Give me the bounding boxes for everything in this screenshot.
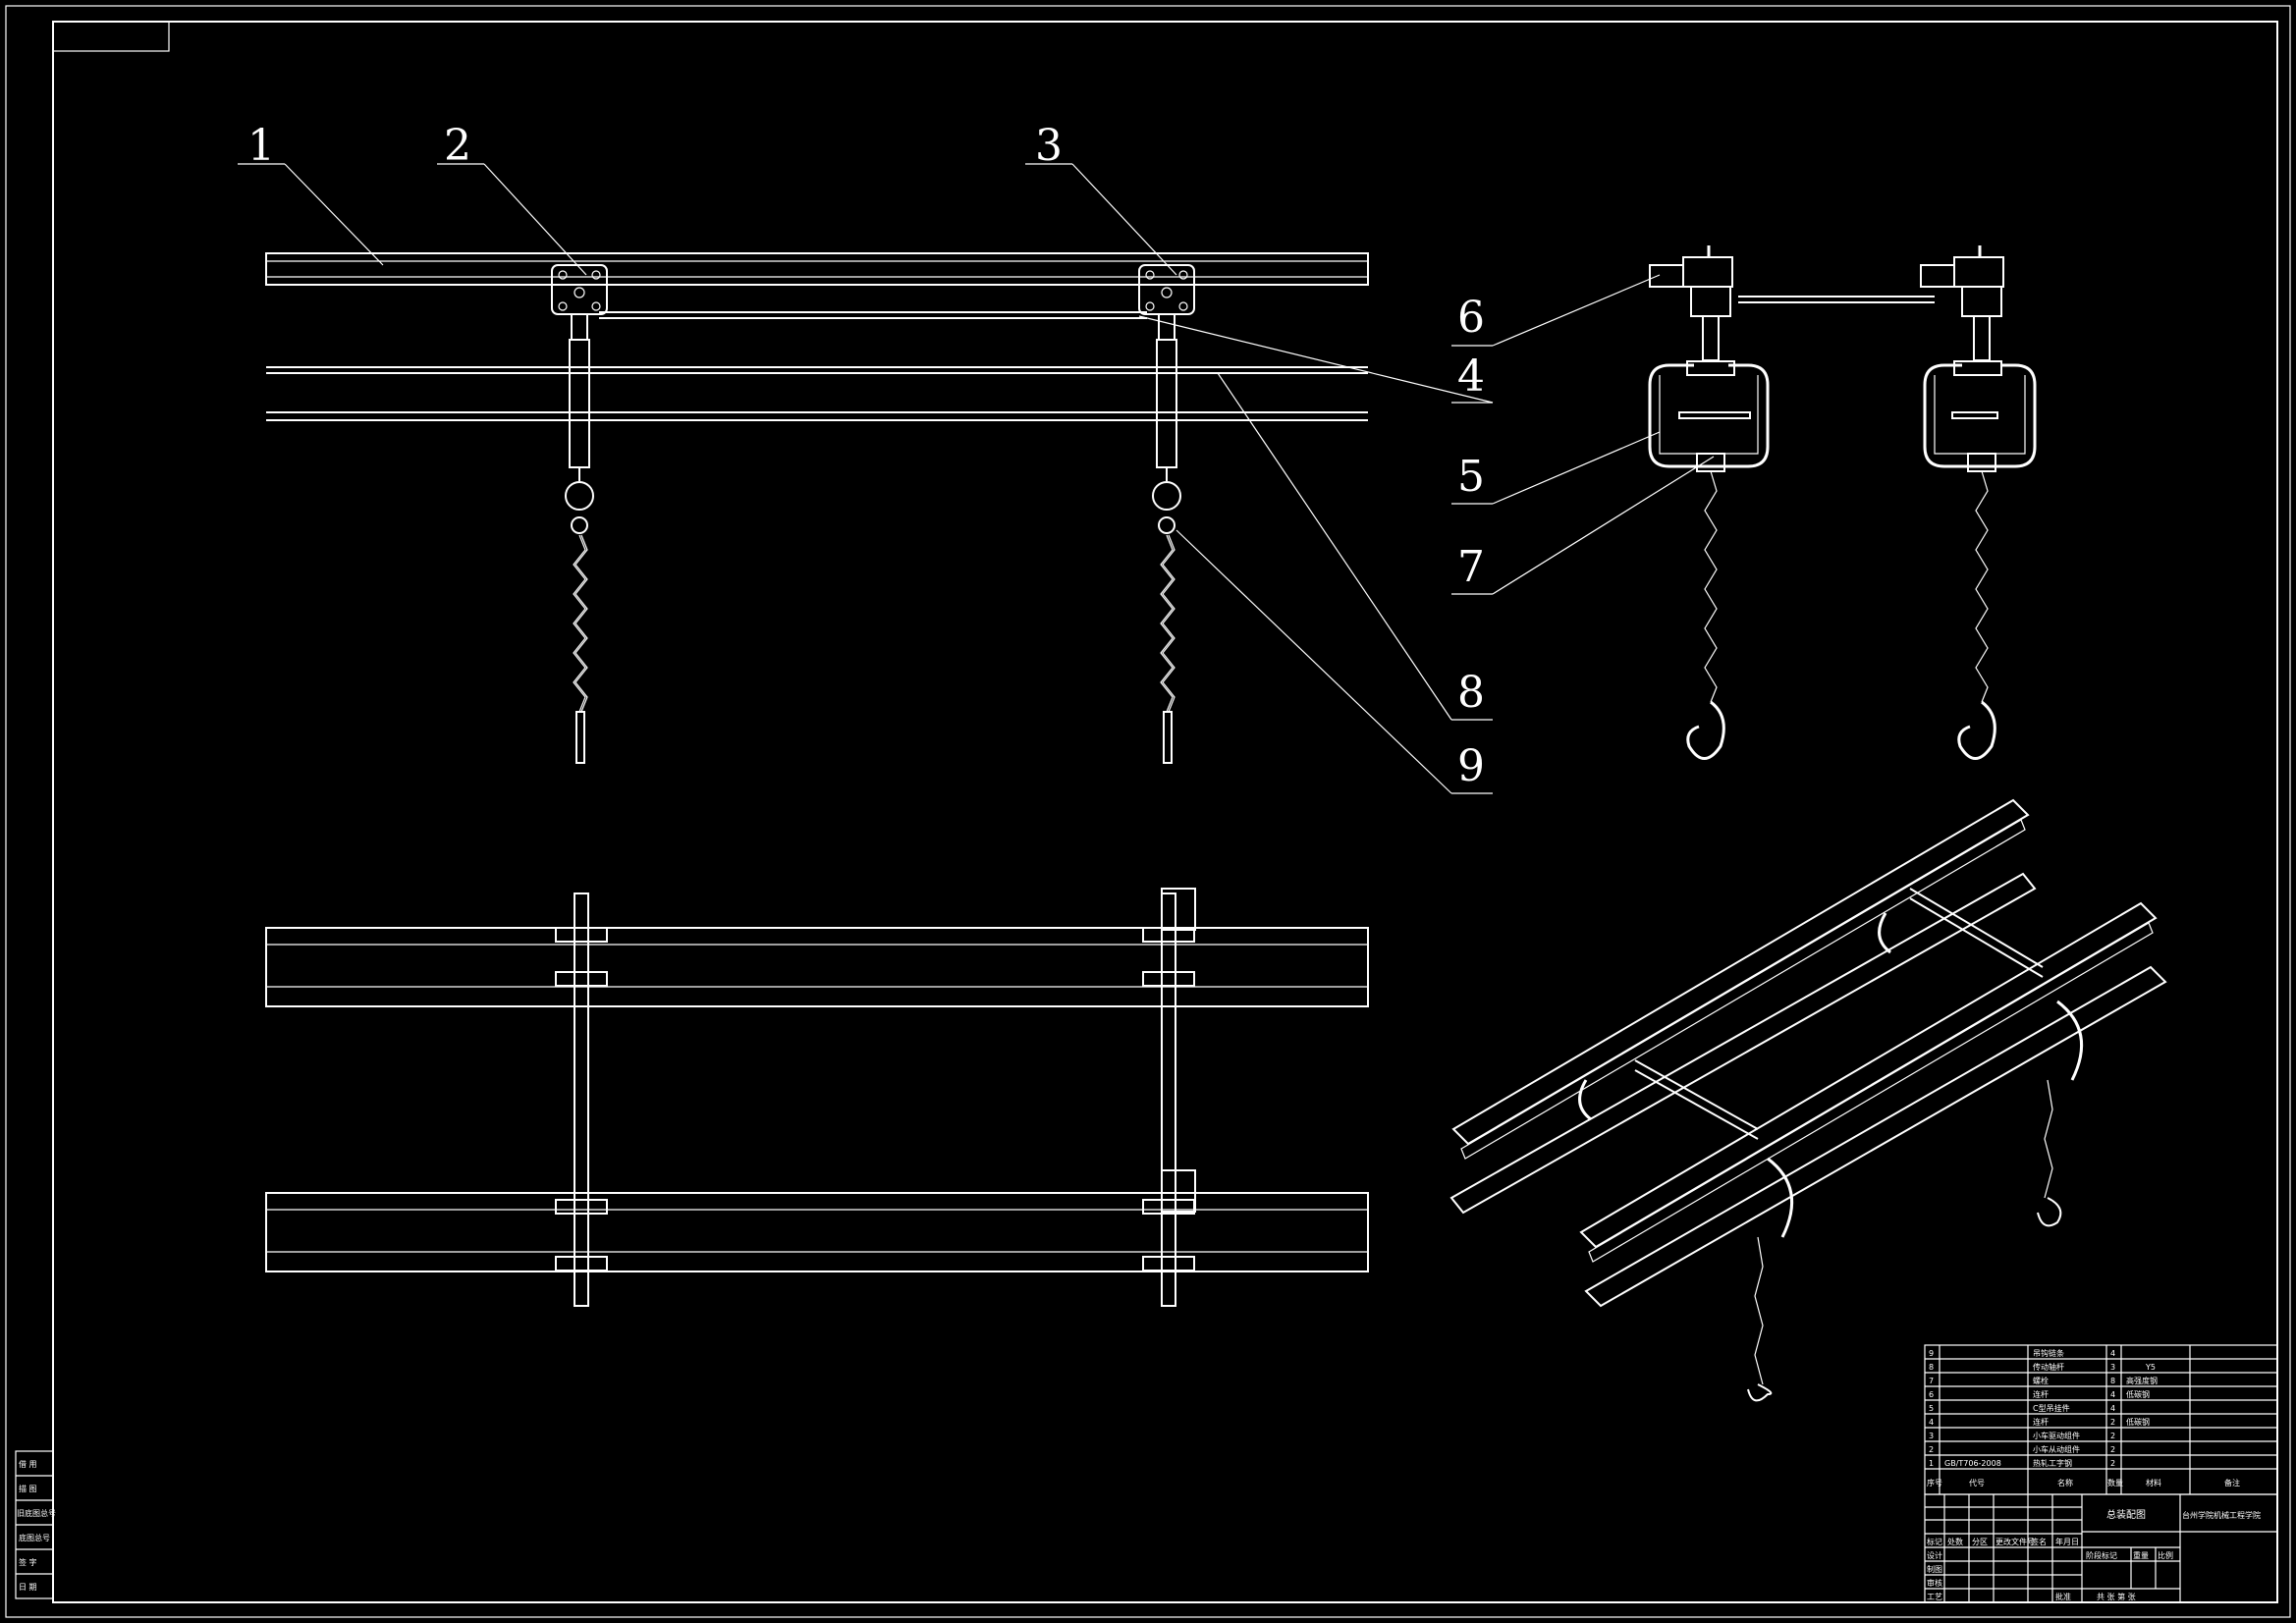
part-5-no: 5 <box>1929 1404 1934 1413</box>
part-7-qty: 8 <box>2110 1377 2115 1385</box>
approve-label: 批准 <box>2055 1592 2071 1601</box>
part-6-qty: 4 <box>2110 1390 2115 1399</box>
hdr-no: 序号 <box>1927 1478 1942 1488</box>
callout-8: 8 <box>1457 668 1485 718</box>
sheet-count-label: 共 张 第 张 <box>2097 1592 2136 1601</box>
side-hanger-left <box>1648 245 1770 760</box>
sign-label-6: 年月日 <box>2055 1537 2079 1546</box>
scale-label: 比例 <box>2158 1550 2173 1560</box>
hdr-qty: 数量 <box>2107 1478 2123 1488</box>
part-2-qty: 2 <box>2110 1445 2115 1454</box>
sheet-outer-border <box>5 5 2291 1618</box>
hdr-name: 名称 <box>2057 1478 2073 1488</box>
side-hanger-right <box>1920 245 2037 760</box>
callout-4: 4 <box>1457 352 1485 402</box>
side-label-6: 日 期 <box>19 1583 37 1592</box>
callout-1: 1 <box>247 121 275 171</box>
callout-2: 2 <box>444 121 471 171</box>
part-9-no: 9 <box>1929 1349 1934 1358</box>
part-5-qty: 4 <box>2110 1404 2115 1413</box>
side-label-1: 借 用 <box>19 1459 37 1469</box>
part-3-no: 3 <box>1929 1432 1934 1440</box>
top-beam-upper <box>265 927 1369 1007</box>
part-9-name: 吊钩链条 <box>2033 1348 2064 1358</box>
sign-label-5: 签名 <box>2031 1537 2047 1546</box>
part-7-material: 高强度钢 <box>2126 1376 2158 1385</box>
trolley-right <box>1138 264 1195 764</box>
sign-label-3: 分区 <box>1972 1538 1988 1546</box>
part-3-qty: 2 <box>2110 1432 2115 1440</box>
side-label-5: 签 字 <box>19 1557 37 1567</box>
trolley-left <box>551 264 608 764</box>
part-4-qty: 2 <box>2110 1418 2115 1427</box>
title-block: 9 吊钩链条 4 8 传动轴杆 3 Y5 7 螺栓 8 高强度钢 6 连杆 4 … <box>1924 1344 2278 1603</box>
school-name: 台州学院机械工程学院 <box>2182 1510 2261 1520</box>
part-3-name: 小车驱动组件 <box>2033 1431 2080 1440</box>
part-6-name: 连杆 <box>2033 1389 2049 1399</box>
leader-lines <box>238 163 1715 794</box>
side-label-2: 描 图 <box>19 1484 37 1493</box>
hdr-material: 材料 <box>2146 1478 2161 1488</box>
callout-9: 9 <box>1457 741 1485 791</box>
callout-5: 5 <box>1457 452 1485 502</box>
part-8-name: 传动轴杆 <box>2033 1362 2064 1372</box>
part-6-material: 低碳钢 <box>2126 1389 2150 1399</box>
part-4-material: 低碳钢 <box>2126 1417 2150 1427</box>
part-2-name: 小车从动组件 <box>2033 1444 2080 1454</box>
callout-3: 3 <box>1035 121 1063 171</box>
part-8-qty: 3 <box>2110 1363 2115 1372</box>
part-1-no: 1 <box>1929 1459 1934 1468</box>
part-2-no: 2 <box>1929 1445 1934 1454</box>
top-view <box>265 888 1369 1307</box>
staff-review: 审核 <box>1927 1578 1942 1588</box>
sheet-inner-border <box>52 21 2278 1603</box>
code-box <box>52 21 170 52</box>
i-beam-flange <box>265 252 1369 286</box>
side-view <box>1648 245 2037 760</box>
part-1-qty: 2 <box>2110 1459 2115 1468</box>
side-label-4: 底图总号 <box>19 1533 50 1542</box>
drawing-name: 总装配图 <box>2106 1508 2146 1521</box>
part-1-name: 热轧工字钢 <box>2033 1458 2072 1468</box>
part-4-no: 4 <box>1929 1418 1934 1427</box>
hdr-code: 代号 <box>1969 1478 1985 1488</box>
part-1-code: GB/T706-2008 <box>1944 1459 2001 1468</box>
callout-7: 7 <box>1457 542 1485 592</box>
part-7-no: 7 <box>1929 1377 1934 1385</box>
top-beam-lower <box>265 1192 1369 1272</box>
weight-label: 重量 <box>2133 1550 2149 1560</box>
staff-draft: 制图 <box>1927 1564 1942 1574</box>
part-7-name: 螺栓 <box>2033 1376 2049 1385</box>
part-9-qty: 4 <box>2110 1349 2115 1358</box>
part-8-material: Y5 <box>2145 1363 2156 1372</box>
part-8-no: 8 <box>1929 1363 1934 1372</box>
hdr-note: 备注 <box>2224 1478 2240 1488</box>
side-block: 借 用 描 图 旧底图总号 底图总号 签 字 日 期 <box>15 1450 56 1599</box>
stage-mark-label: 阶段标记 <box>2086 1550 2117 1560</box>
front-view <box>265 252 1369 764</box>
staff-process: 工艺 <box>1927 1593 1942 1601</box>
part-6-no: 6 <box>1929 1390 1934 1399</box>
part-5-name: C型吊挂件 <box>2033 1403 2070 1413</box>
sign-label-1: 标记 <box>1927 1537 1942 1546</box>
side-label-3: 旧底图总号 <box>17 1508 56 1518</box>
sign-label-4: 更改文件号 <box>1995 1537 2035 1546</box>
part-4-name: 连杆 <box>2033 1417 2049 1427</box>
isometric-view <box>1449 798 2167 1402</box>
callout-6: 6 <box>1457 293 1485 343</box>
staff-design: 设计 <box>1927 1550 1942 1560</box>
sign-label-2: 处数 <box>1947 1537 1963 1546</box>
